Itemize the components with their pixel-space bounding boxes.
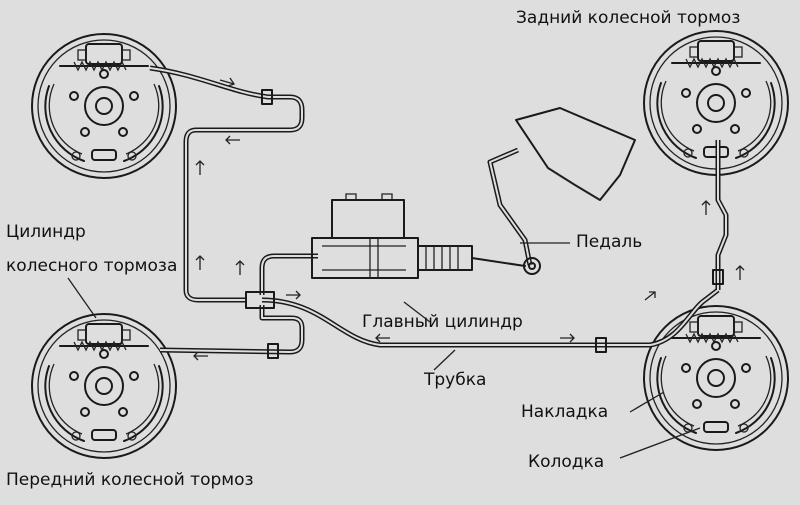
master-cylinder-label: Главный цилиндр: [362, 312, 523, 332]
leader-lines: [67, 242, 701, 459]
front-brake-label: Передний колесной тормоз: [6, 470, 254, 490]
front-left-bottom-wheel: [31, 313, 177, 459]
pedal-drawing: [487, 107, 636, 275]
rear-brake-label: Задний колесной тормоз: [516, 8, 741, 28]
lining-label: Накладка: [521, 402, 609, 422]
flow-arrows: [193, 77, 745, 361]
tube-label: Трубка: [424, 370, 487, 390]
wheel-cylinder-label-line1: Цилиндр: [6, 222, 86, 242]
pedal-label: Педаль: [576, 232, 643, 252]
front-left-top-wheel: [31, 33, 177, 179]
shoe-label: Колодка: [528, 452, 605, 472]
rear-bottom-wheel: [643, 305, 789, 451]
wheel-cylinder-label-line2: колесного тормоза: [6, 256, 178, 276]
master-cylinder-drawing: [311, 193, 526, 279]
brake-pipes: [149, 65, 729, 359]
